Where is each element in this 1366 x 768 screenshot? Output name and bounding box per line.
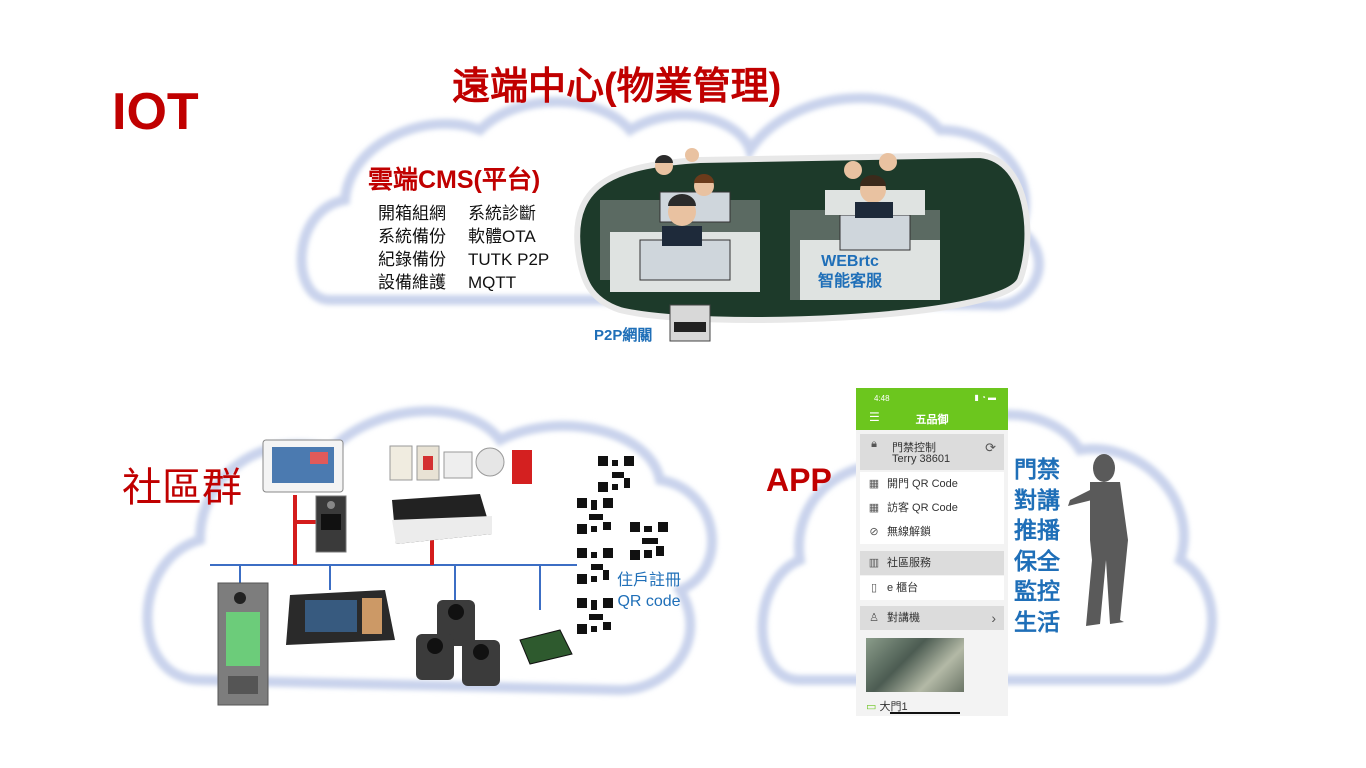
qr-register-line2: QR code [617, 593, 681, 610]
intercom-label: 對講機 [887, 612, 920, 624]
cameras-devices [416, 600, 500, 686]
access-control-label: 門禁控制 [892, 442, 936, 454]
lock-icon: 🔒︎ [871, 438, 877, 450]
door-station-device [315, 495, 347, 553]
app-feature: 推播 [1014, 517, 1060, 543]
clipboard-icon: ▯ [870, 582, 878, 594]
phone-title: 五品御 [915, 414, 949, 426]
open-door-qr-row[interactable]: ▦ 開門 QR Code [860, 472, 1004, 496]
service-section-label: 社區服務 [887, 557, 931, 569]
cms-feature: 軟體OTA [468, 227, 536, 246]
p2p-gateway-device [669, 304, 711, 342]
chevron-right-icon: › [991, 610, 996, 626]
indoor-monitor-device [262, 439, 344, 493]
controller-device [392, 494, 492, 544]
cms-feature: 系統診斷 [468, 204, 536, 223]
cms-feature: MQTT [468, 273, 517, 292]
visitor-qr-row[interactable]: ▦ 訪客 QR Code [860, 496, 1004, 520]
cms-feature-row: 系統備份 軟體OTA [378, 222, 536, 247]
community-title: 社區群 [122, 466, 242, 510]
sensors-devices [389, 445, 532, 484]
cms-feature: 設備維護 [378, 273, 446, 292]
row-label: e 櫃台 [887, 582, 919, 594]
app-feature: 生活 [1014, 608, 1060, 635]
row-label: 訪客 QR Code [887, 502, 958, 514]
app-feature: 保全 [1014, 547, 1060, 574]
community-service-section[interactable]: ▥ 社區服務 [860, 551, 1004, 575]
access-control-section[interactable]: 🔒︎ 門禁控制 Terry 38601 ⟳ [860, 434, 1004, 470]
video-icon: ▭ [866, 701, 877, 713]
app-title: APP [766, 462, 832, 498]
iot-title: IOT [112, 83, 199, 141]
app-feature: 對講 [1014, 486, 1060, 513]
phone-app-screen: 4:48 ▮ ◔ ▬ ☰ 五品御 🔒︎ 門禁控制 Terry 38601 ⟳ ▦… [856, 388, 1008, 716]
app-feature: 門禁 [1014, 456, 1060, 482]
app-feature: 監控 [1014, 578, 1060, 604]
qr-register-label: 住戶註冊 QR code [617, 570, 681, 612]
cms-feature-row: 設備維護 MQTT [378, 268, 516, 293]
remote-center-title: 遠端中心(物業管理) [452, 66, 782, 108]
cms-feature: 開箱組網 [378, 204, 446, 223]
phone-header: 4:48 ▮ ◔ ▬ ☰ 五品御 [856, 388, 1008, 430]
person-icon: ♙ [869, 612, 879, 624]
row-label: 無線解鎖 [887, 526, 931, 538]
phone-time: 4:48 [874, 394, 890, 403]
cms-feature: 系統備份 [378, 227, 446, 246]
qr-codes [577, 456, 668, 634]
community-network-lines [210, 495, 585, 610]
io-module-device [519, 629, 573, 665]
status-icons: ▮ ◔ ▬ [974, 393, 996, 402]
intercom-section[interactable]: ♙ 對講機 › [860, 606, 1004, 630]
webrtc-label: WEBrtc 智能客服 [818, 252, 882, 292]
webrtc-line2: 智能客服 [818, 273, 883, 290]
qr-icon: ▦ [868, 478, 880, 490]
home-indicator [890, 712, 960, 714]
community-cloud [142, 406, 717, 696]
webrtc-line1: WEBrtc [821, 253, 879, 270]
app-feature-list: 門禁 對講 推播 保全 監控 生活 [1014, 454, 1066, 637]
no-sign-icon: ⊘ [869, 526, 879, 538]
remote-center-illustration [574, 148, 1031, 323]
qr-icon: ▦ [868, 502, 880, 514]
cms-feature: TUTK P2P [468, 250, 550, 269]
refresh-icon[interactable]: ⟳ [985, 440, 996, 455]
building-icon: ▥ [868, 557, 880, 569]
guard-console-device [286, 590, 395, 645]
access-user: Terry 38601 [892, 453, 951, 465]
camera-preview[interactable] [866, 638, 964, 692]
menu-icon[interactable]: ☰ [869, 410, 880, 424]
outdoor-panel-device [217, 582, 269, 706]
businessman-silhouette [1068, 454, 1128, 626]
cms-feature-row: 紀錄備份 TUTK P2P [378, 245, 549, 270]
row-label: 開門 QR Code [887, 478, 958, 490]
camera-label: 大門1 [879, 701, 908, 713]
e-counter-row[interactable]: ▯ e 櫃台 [860, 576, 1004, 600]
p2p-gateway-label: P2P網關 [594, 327, 653, 344]
cms-title: 雲端CMS(平台) [368, 166, 541, 194]
cms-feature-row: 開箱組網 系統診斷 [378, 199, 536, 224]
cms-feature: 紀錄備份 [378, 250, 446, 269]
qr-register-line1: 住戶註冊 [617, 572, 682, 589]
wireless-unlock-row[interactable]: ⊘ 無線解鎖 [860, 520, 1004, 544]
camera-row[interactable]: ▭ 大門1 [866, 698, 908, 714]
